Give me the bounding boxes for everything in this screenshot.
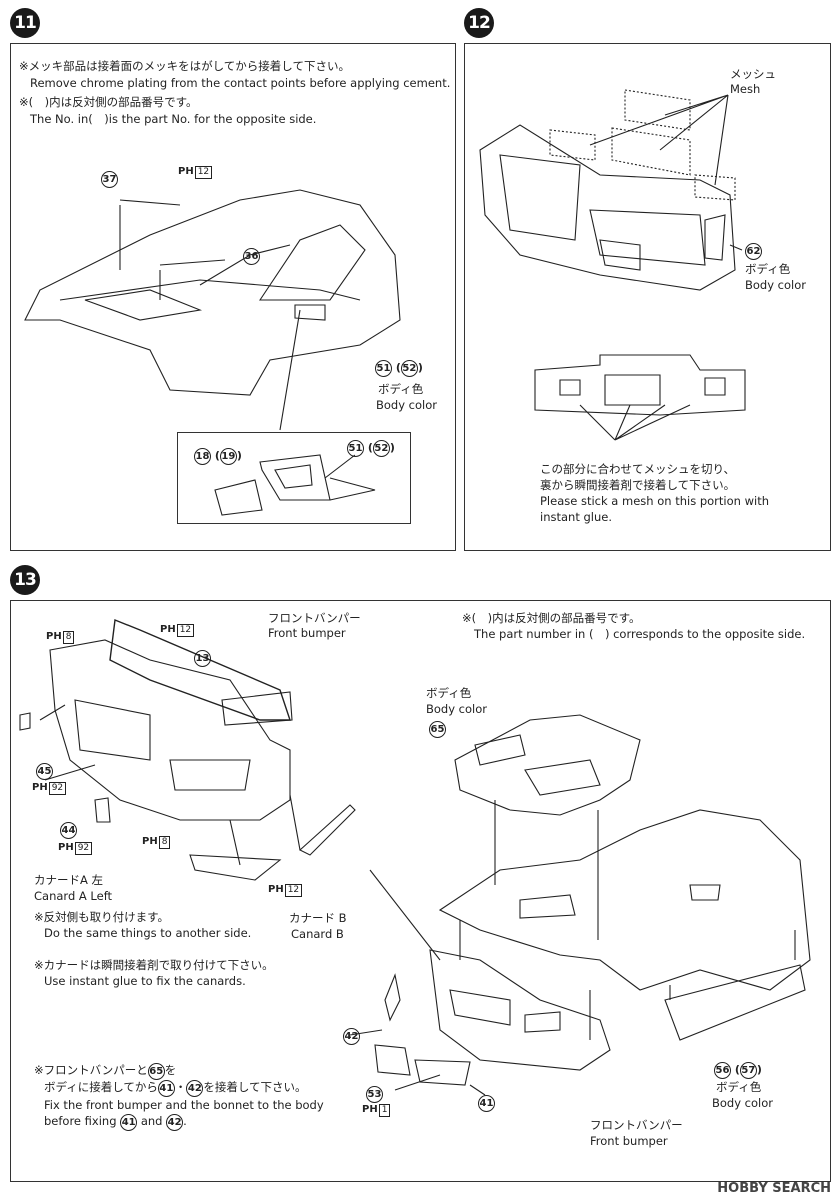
front-bumper-label-en: Front bumper [268,626,346,640]
step12-note-en2: instant glue. [540,510,612,524]
part-41-label: 41 [478,1095,495,1112]
step11-body-color-jp: ボディ色 [378,382,424,396]
part-51-52-inset-label: 51 (52) [347,440,395,457]
hobby-search-watermark: HOBBY SEARCH [717,1181,831,1196]
part-18-19-label: 18 (19) [194,448,242,465]
front-bumper-label-jp: フロントバンパー [268,611,361,625]
step11-note1-en: Remove chrome plating from the contact p… [30,76,451,90]
step13-body-color-jp-2: ボディ色 [716,1080,762,1094]
step12-body-color-en: Body color [745,278,807,292]
opposite-note-en: The part number in ( ) corresponds to th… [474,627,806,641]
step-12-badge: 12 [464,8,494,38]
step11-car-drawing [24,189,401,431]
step12-body-color-jp: ボディ色 [745,262,791,276]
step13-body-drawing [349,714,811,1096]
glue-note-en: Use instant glue to fix the canards. [44,974,246,988]
step12-note-jp2: 裏から瞬間接着剤で接着して下さい。 [540,478,736,492]
canard-b-label-jp: カナード B [289,911,347,925]
step13-body-color-jp: ボディ色 [426,686,472,700]
front-bumper-bottom-jp: フロントバンパー [590,1118,683,1132]
fix-note-en2: before fixing 41 and 42. [44,1114,187,1131]
front-bumper-bottom-en: Front bumper [590,1134,668,1148]
step12-bumper-drawing [479,89,743,291]
step12-note-en1: Please stick a mesh on this portion with [540,494,769,508]
step11-note2-jp: ※( )内は反対側の部品番号です。 [19,95,198,109]
step11-body-color-en: Body color [376,398,438,412]
step-13-badge: 13 [10,565,40,595]
part-56-57-label: 56 (57) [714,1062,762,1079]
canard-b-label-en: Canard B [291,927,344,941]
step-11-badge: 11 [10,8,40,38]
part-36-label: 36 [243,248,260,265]
step13-body-color-en: Body color [426,702,488,716]
step11-note1-jp: ※メッキ部品は接着面のメッキをはがしてから接着して下さい。 [19,59,350,73]
step11-note2-en: The No. in( )is the part No. for the opp… [30,112,317,126]
part-62-label: 62 [745,243,762,260]
part-13-label: 13 [194,650,211,667]
same-side-note-jp: ※反対側も取り付けます。 [34,910,169,924]
step12-note-jp1: この部分に合わせてメッシュを切り、 [540,462,736,476]
step13-bumper-drawing [19,619,356,881]
fix-note-en1: Fix the front bumper and the bonnet to t… [44,1098,324,1112]
part-44-label: 44 [60,822,77,839]
mesh-label-en: Mesh [730,82,761,96]
step12-back-view-drawing [534,354,746,441]
same-side-note-en: Do the same things to another side. [44,926,252,940]
part-51-52-label: 51 (52) [375,360,423,377]
part-42-label: 42 [343,1028,360,1045]
mesh-label-jp: メッシュ [730,67,776,81]
mirror-inset [177,432,411,524]
part-45-label: 45 [36,763,53,780]
part-37-label: 37 [101,171,118,188]
canard-a-label-jp: カナードA 左 [34,873,104,887]
step13-body-color-en-2: Body color [712,1096,774,1110]
opposite-note-jp: ※( )内は反対側の部品番号です。 [462,611,641,625]
step-13-panel [10,600,831,1182]
part-53-label: 53 [366,1086,383,1103]
step11-mirror-inset-drawing [214,454,376,516]
glue-note-jp: ※カナードは瞬間接着剤で取り付けて下さい。 [34,958,274,972]
canard-a-label-en: Canard A Left [34,889,113,903]
part-65-label: 65 [429,721,446,738]
